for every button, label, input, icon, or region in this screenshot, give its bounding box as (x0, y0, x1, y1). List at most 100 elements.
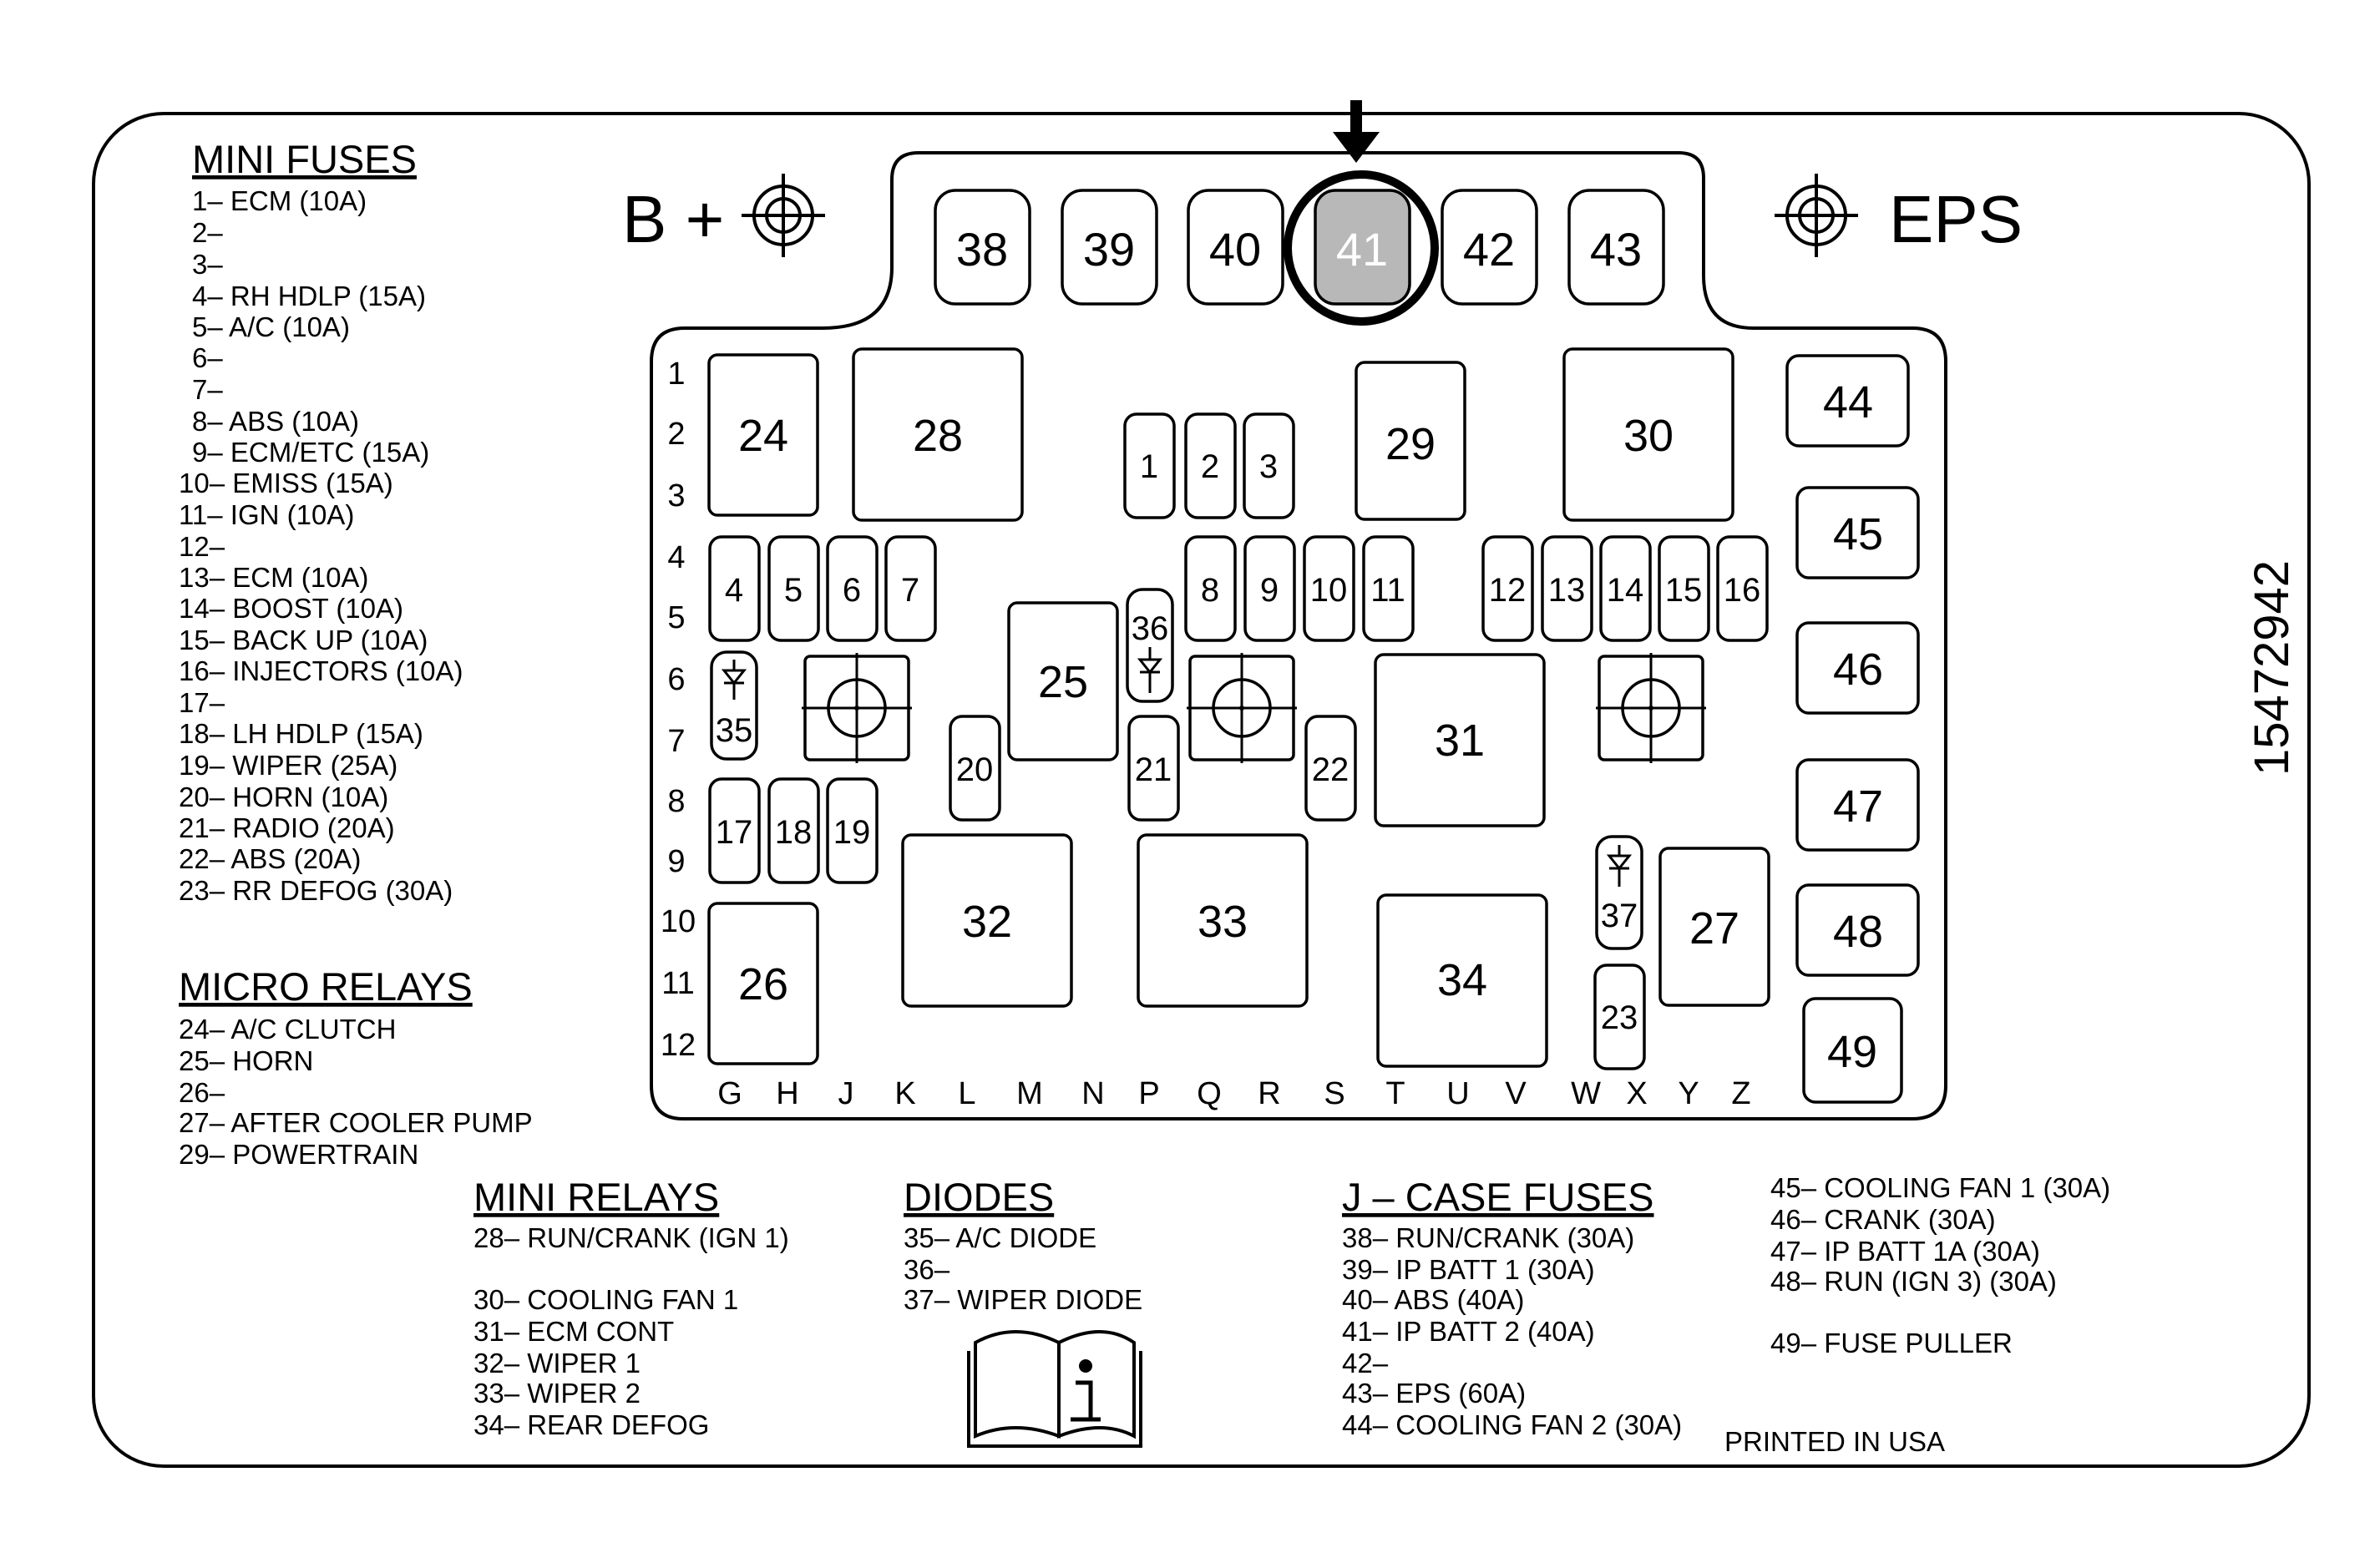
relay-26: 26 (707, 902, 819, 1065)
printed-in-usa: PRINTED IN USA (1724, 1426, 1945, 1457)
row-label: 4 (667, 540, 685, 575)
fuse-41-highlighted: 41 (1284, 170, 1439, 326)
fuse-9-label: 9 (1260, 572, 1279, 609)
relay-31-label: 31 (1435, 716, 1485, 766)
legend-item: 19– WIPER (25A) (179, 750, 398, 781)
fuse-7: 7 (884, 535, 937, 642)
legend-diodes: DIODES 35– A/C DIODE 36– 37– WIPER DIODE (904, 1175, 1142, 1315)
fuse-46-label: 46 (1833, 645, 1883, 695)
legend-item: 21– RADIO (20A) (179, 812, 395, 843)
relay-32: 32 (901, 833, 1073, 1008)
stud-terminal-icon (1775, 174, 1858, 257)
legend-item: 47– IP BATT 1A (30A) (1770, 1236, 2040, 1267)
legend-item: 16– INJECTORS (10A) (179, 655, 463, 686)
relay-25: 25 (1007, 601, 1119, 761)
legend-item: 6– (192, 342, 223, 373)
fuse-18-label: 18 (775, 814, 813, 851)
legend-item: 27– AFTER COOLER PUMP (179, 1107, 533, 1138)
arrow-down-icon (1333, 100, 1380, 163)
eps-label: EPS (1889, 182, 2023, 256)
col-label: U (1446, 1076, 1469, 1111)
legend-item: 1– ECM (10A) (192, 185, 367, 216)
fuse-43: 43 (1567, 189, 1665, 306)
relay-30-label: 30 (1623, 411, 1674, 461)
fuse-2: 2 (1184, 412, 1237, 519)
label-border (92, 112, 2311, 1468)
fuse-5-label: 5 (784, 572, 803, 609)
fuse-48-label: 48 (1833, 907, 1883, 957)
legend-item: 12– (179, 531, 225, 562)
relay-33-label: 33 (1198, 897, 1248, 947)
fuse-42: 42 (1441, 189, 1538, 306)
fuse-21: 21 (1127, 715, 1180, 822)
row-label: 11 (661, 966, 694, 1001)
fuse-23-label: 23 (1601, 999, 1638, 1036)
fuse-11-label: 11 (1370, 572, 1405, 609)
legend-item: 23– RR DEFOG (30A) (179, 875, 453, 906)
fuse-47-label: 47 (1833, 782, 1883, 832)
legend-item: 48– RUN (IGN 3) (30A) (1770, 1266, 2057, 1297)
legend-item: 31– ECM CONT (473, 1316, 674, 1347)
fuse-47: 47 (1795, 758, 1920, 852)
legend-mini-relays: MINI RELAYS 28– RUN/CRANK (IGN 1) 30– CO… (473, 1175, 789, 1440)
fuse-9: 9 (1243, 535, 1296, 642)
legend-item: 39– IP BATT 1 (30A) (1342, 1254, 1595, 1285)
fuse-40: 40 (1187, 189, 1284, 306)
legend-item: 29– POWERTRAIN (179, 1139, 418, 1170)
legend-title-j-case-fuses: J – CASE FUSES (1342, 1175, 1654, 1219)
legend-item: 46– CRANK (30A) (1770, 1204, 1996, 1235)
legend-item: 43– EPS (60A) (1342, 1378, 1526, 1409)
fuse-16: 16 (1716, 535, 1769, 642)
legend-item: 34– REAR DEFOG (473, 1409, 709, 1440)
fuse-48: 48 (1795, 883, 1920, 977)
diode-35: 35 (710, 650, 758, 761)
fuse-10-label: 10 (1310, 572, 1348, 609)
fuse-3: 3 (1243, 412, 1295, 519)
fuse-23: 23 (1593, 964, 1646, 1070)
relay-24: 24 (707, 353, 819, 517)
legend-title-mini-relays: MINI RELAYS (473, 1175, 719, 1219)
legend-item: 4– RH HDLP (15A) (192, 281, 426, 311)
fuse-18: 18 (767, 777, 820, 884)
col-label: N (1081, 1076, 1104, 1111)
legend-item: 9– ECM/ETC (15A) (192, 437, 429, 468)
b-plus-label: B + (622, 182, 724, 256)
fuse-17-label: 17 (716, 814, 753, 851)
fuse-6: 6 (826, 535, 879, 642)
relay-27-label: 27 (1689, 903, 1739, 954)
fuse-12: 12 (1481, 535, 1534, 642)
row-label: 3 (667, 478, 685, 513)
fuse-39-label: 39 (1083, 223, 1135, 276)
row-label: 6 (667, 662, 685, 697)
highlight-ring (1284, 170, 1439, 326)
diode-symbol-icon (721, 660, 747, 700)
legend-item: 40– ABS (40A) (1342, 1284, 1524, 1315)
legend-item: 41– IP BATT 2 (40A) (1342, 1316, 1595, 1347)
owner-manual-info-icon (967, 1330, 1142, 1448)
relay-31: 31 (1374, 653, 1546, 827)
part-number: 15472942 (2245, 560, 2299, 776)
fuse-43-label: 43 (1590, 223, 1642, 276)
legend-item: 44– COOLING FAN 2 (30A) (1342, 1409, 1682, 1440)
stud-terminal-icon (742, 174, 825, 257)
legend-item: 33– WIPER 2 (473, 1378, 641, 1409)
legend-item: 5– A/C (10A) (192, 311, 350, 342)
row-label: 5 (667, 600, 685, 635)
legend-item: 25– HORN (179, 1045, 313, 1076)
fuse-8: 8 (1184, 535, 1237, 642)
fuse-41-label: 41 (1336, 223, 1388, 276)
fuse-13: 13 (1541, 535, 1593, 642)
legend-item: 10– EMISS (15A) (179, 468, 393, 498)
fuse-3-label: 3 (1259, 448, 1278, 485)
fuse-15: 15 (1658, 535, 1710, 642)
fuse-13-label: 13 (1548, 572, 1586, 609)
fuse-22: 22 (1304, 715, 1357, 822)
row-label: 1 (667, 357, 685, 392)
fuse-38: 38 (934, 189, 1031, 306)
fuse-44-label: 44 (1823, 377, 1873, 427)
fuse-14-label: 14 (1607, 572, 1644, 609)
row-label: 2 (667, 417, 685, 452)
legend-item: 26– (179, 1077, 225, 1108)
col-label: X (1626, 1076, 1647, 1111)
